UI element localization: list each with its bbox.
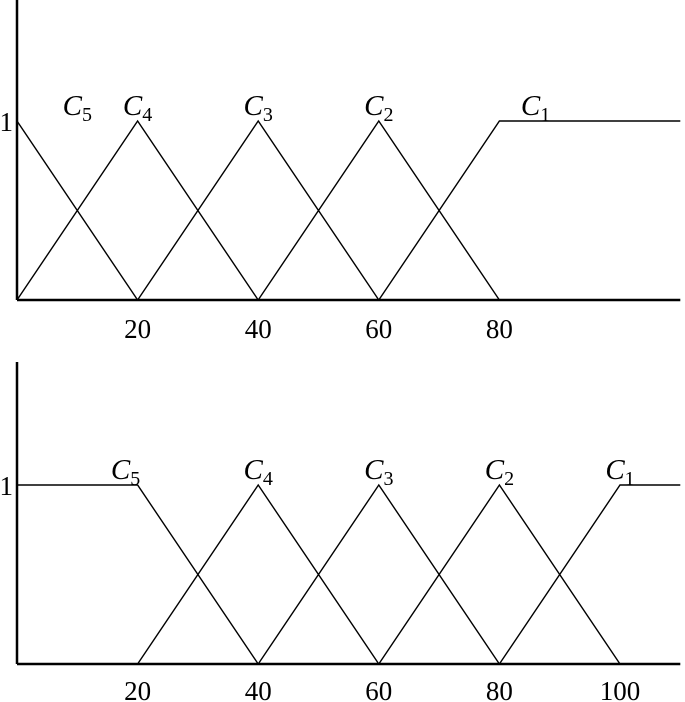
- series-label-c4: C4: [244, 454, 273, 490]
- series-line-c1: [378, 120, 681, 301]
- x-tick-label: 20: [124, 676, 151, 702]
- series-line-c1: [498, 484, 681, 665]
- series-line-c4: [16, 119, 259, 301]
- series-label-c2: C2: [485, 454, 514, 490]
- series-line-c3: [137, 119, 380, 301]
- series-line-c5: [17, 484, 259, 665]
- x-tick-label: 80: [486, 314, 513, 344]
- y-tick-label: 1: [0, 471, 13, 501]
- x-tick-label: 60: [365, 314, 392, 344]
- x-tick-label: 40: [245, 676, 272, 702]
- series-label-c5: C5: [63, 90, 92, 126]
- series-line-c2: [378, 483, 621, 665]
- series-label-c3: C3: [244, 90, 273, 126]
- series-label-c5: C5: [111, 454, 140, 490]
- series-label-c4: C4: [123, 90, 152, 126]
- bottom-chart: 1 20 40 60 80 100 C5 C4 C3 C2 C1: [0, 362, 681, 702]
- x-tick-label: 60: [365, 676, 392, 702]
- x-tick-label: 40: [245, 314, 272, 344]
- y-tick-label: 1: [0, 107, 13, 137]
- series-line-c3: [257, 483, 500, 665]
- series-label-c1: C1: [605, 454, 634, 490]
- series-line-c2: [257, 119, 500, 301]
- x-tick-label: 80: [486, 676, 513, 702]
- x-tick-label: 20: [124, 314, 151, 344]
- series-label-c3: C3: [364, 454, 393, 490]
- x-tick-label: 100: [600, 676, 641, 702]
- series-label-c2: C2: [364, 90, 393, 126]
- top-chart: 1 20 40 60 80 C5 C4 C3 C2 C1: [0, 0, 681, 344]
- series-label-c1: C1: [521, 90, 550, 126]
- series-line-c4: [137, 483, 380, 665]
